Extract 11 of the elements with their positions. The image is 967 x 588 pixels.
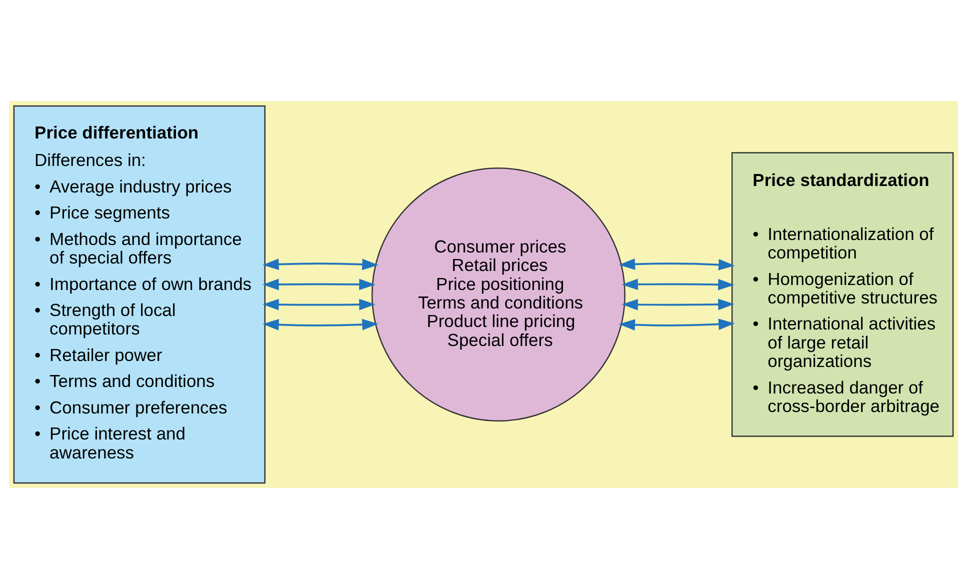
arrow: [262, 258, 378, 270]
node-circle: Consumer prices Retail prices Price positioning Terms and conditions Product line pricing Special offers: [372, 167, 626, 421]
node-box: Price standardization • Internationalization of competition • Homogenization of competitive structures • International activities of large retail organizations • Increased danger of cross-border arbitrage: [731, 152, 954, 436]
arrow: [262, 298, 376, 310]
node-box: Price differentiation Differences in: • Average industry prices • Price segments • Methods and importance of special offers • Importance of own brands • Strength of local competitors • Retailer power • Terms and conditions • Consumer preferences • Price interest and awareness: [13, 104, 266, 484]
arrow: [262, 278, 376, 290]
arrow: [622, 298, 734, 310]
arrow: [618, 258, 735, 270]
arrow: [622, 278, 734, 290]
arrow: [262, 318, 378, 330]
arrow: [618, 318, 735, 330]
